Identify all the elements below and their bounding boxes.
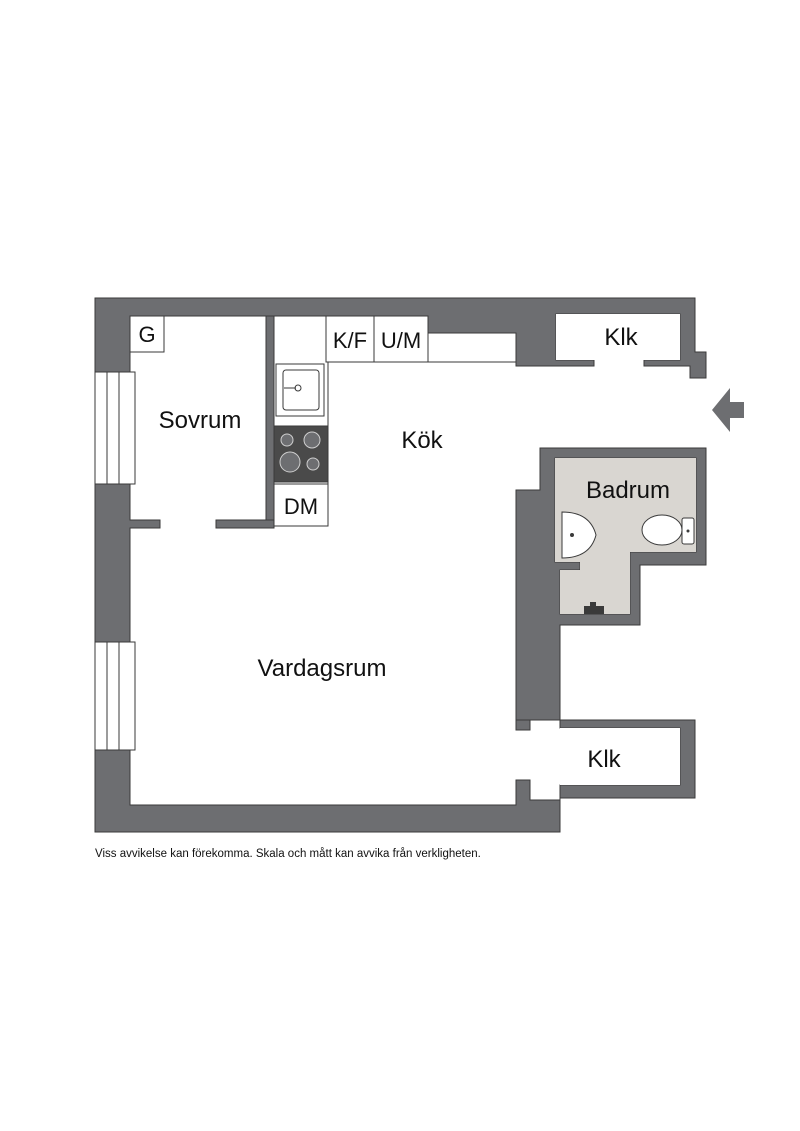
fixture-label-g: G [138,322,155,347]
interior-wall [265,315,275,529]
closet-top [556,314,680,360]
washbasin [561,511,597,559]
floor-drain-icon [584,602,604,614]
entrance-arrow-icon [712,388,744,432]
room-label-kok: Kök [401,427,443,454]
room-label-klk-top: Klk [604,324,638,351]
wardrobe-g [129,315,165,353]
interior-wall-stub [215,519,275,529]
fixture-label-um: U/M [381,328,421,353]
disclaimer-text: Viss avvikelse kan förekomma. Skala och … [95,848,481,860]
sink [275,363,325,417]
closet-bottom [560,728,680,785]
fixture-label-kf: K/F [333,328,367,353]
bathroom-floor [555,458,696,614]
room-label-sovrum: Sovrum [159,407,242,434]
fixture-label-dm: DM [284,494,318,519]
window-top [94,371,136,485]
window-bottom [94,641,136,751]
room-label-vardagsrum: Vardagsrum [258,655,387,682]
toilet [641,514,695,546]
dishwasher [273,483,329,527]
stove [273,425,329,483]
room-label-badrum: Badrum [586,477,670,504]
room-label-klk-bottom: Klk [587,746,621,773]
